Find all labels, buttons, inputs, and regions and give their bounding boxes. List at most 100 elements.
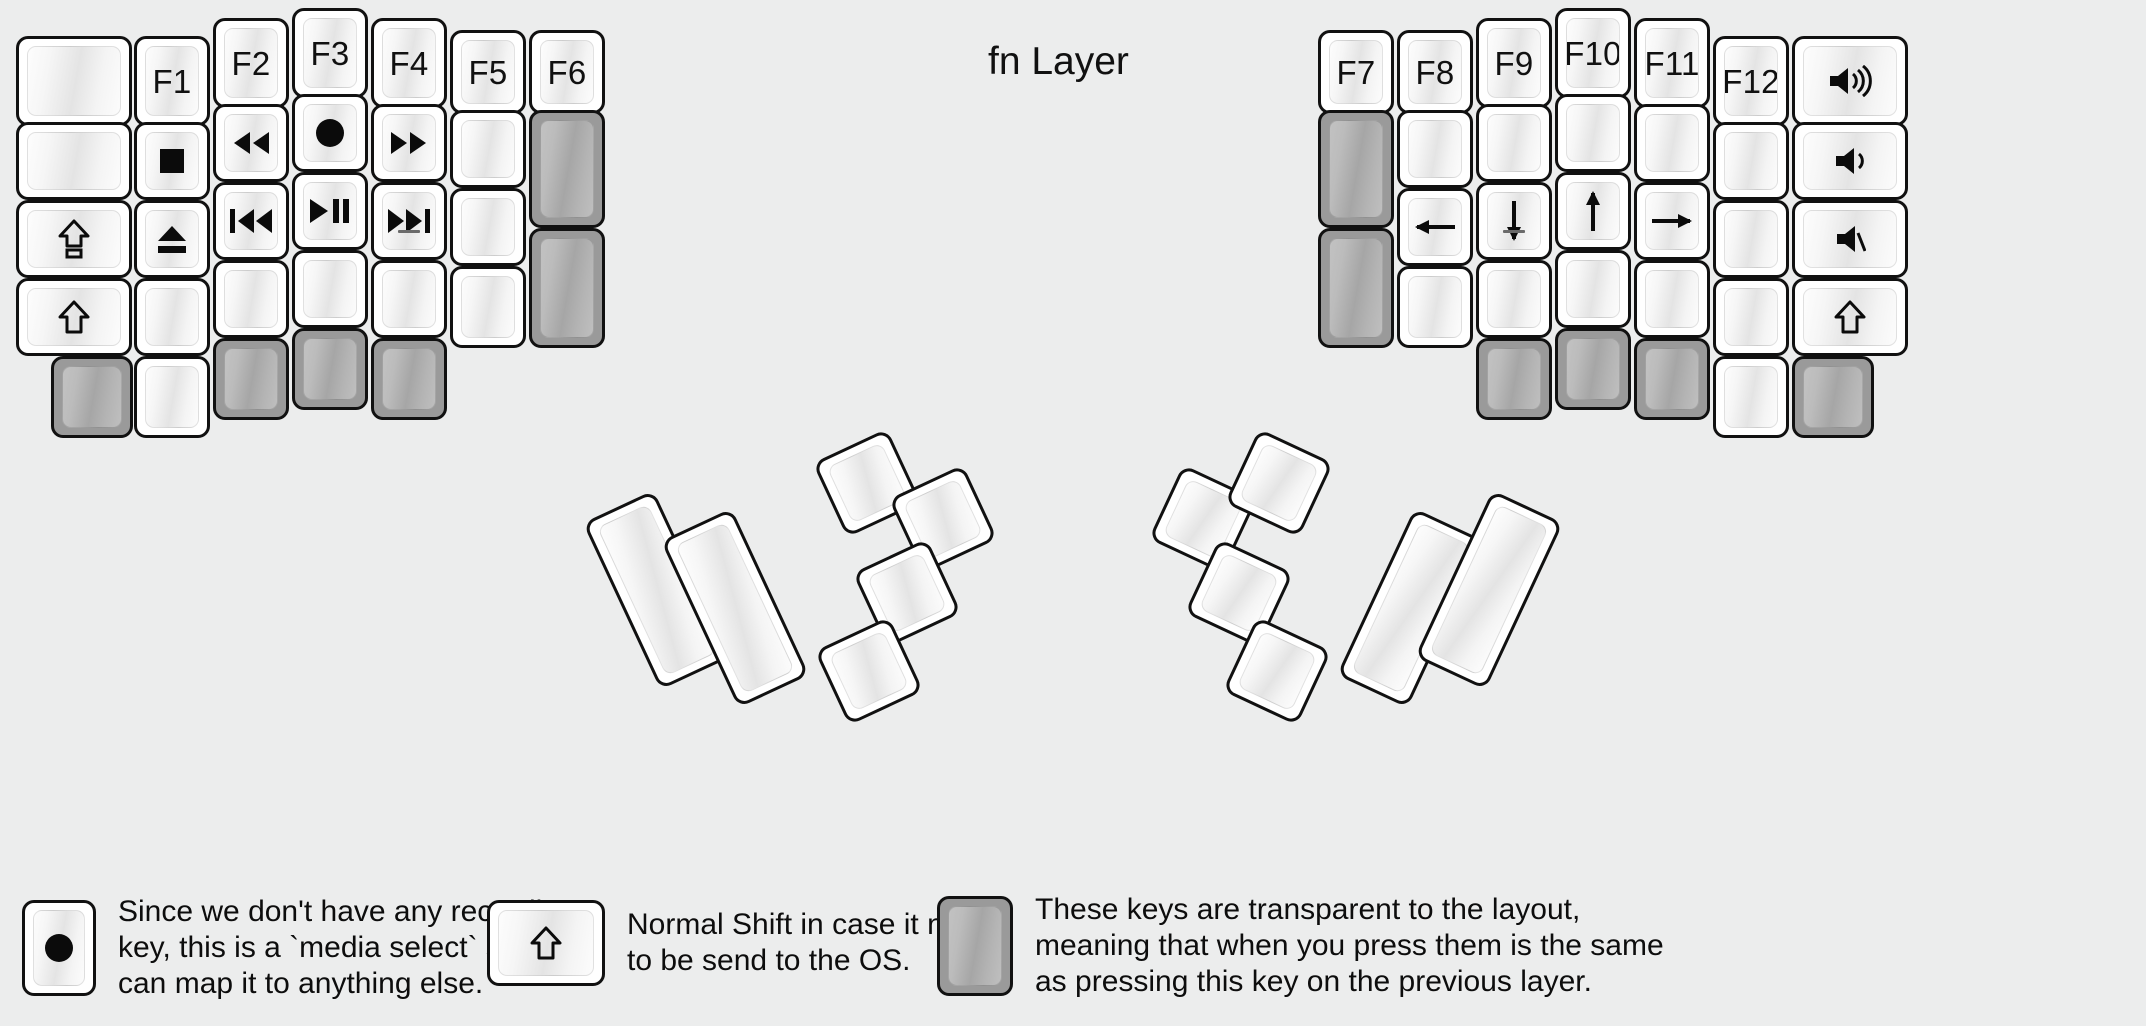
key-left-c5-r1[interactable]: F4 — [371, 18, 447, 108]
key-right-c2-r2[interactable] — [1397, 110, 1473, 188]
keycap-surface: F2 — [224, 28, 278, 98]
key-right-c4-r2[interactable] — [1555, 94, 1631, 172]
key-right-c4-r3[interactable] — [1555, 172, 1631, 250]
keycap-surface — [382, 192, 436, 250]
key-left-c1-r5[interactable] — [51, 356, 133, 438]
key-right-c6-r1[interactable]: F12 — [1713, 36, 1789, 126]
key-left-c5-r4[interactable] — [371, 260, 447, 338]
key-left-c7-r3[interactable] — [529, 228, 605, 348]
key-right-c3-r2[interactable] — [1476, 104, 1552, 182]
key-left-c2-r1[interactable]: F1 — [134, 36, 210, 126]
key-right-c6-r2[interactable] — [1713, 122, 1789, 200]
key-right-c5-r4[interactable] — [1634, 260, 1710, 338]
key-left-c1-r1[interactable] — [16, 36, 132, 126]
key-left-c3-r5[interactable] — [213, 338, 289, 420]
key-right-c6-r5[interactable] — [1713, 356, 1789, 438]
key-right-c4-r4[interactable] — [1555, 250, 1631, 328]
key-left-c3-r3[interactable] — [213, 182, 289, 260]
key-left-c1-r4[interactable] — [16, 278, 132, 356]
keycap-surface — [1236, 630, 1318, 712]
key-right-c7-r5[interactable] — [1792, 356, 1874, 438]
keycap-surface — [1487, 270, 1541, 328]
key-left-c2-r5[interactable] — [134, 356, 210, 438]
key-left-c6-r4[interactable] — [450, 266, 526, 348]
key-right-c6-r3[interactable] — [1713, 200, 1789, 278]
key-right-c4-r1[interactable]: F10 — [1555, 8, 1631, 98]
page-title: fn Layer — [988, 40, 1129, 83]
keycap-surface — [1645, 114, 1699, 172]
key-right-c5-r2[interactable] — [1634, 104, 1710, 182]
key-right-c6-r4[interactable] — [1713, 278, 1789, 356]
keycap-surface — [27, 288, 121, 346]
keycap-surface — [1487, 348, 1541, 410]
key-label: F1 — [152, 62, 192, 100]
key-left-c6-r1[interactable]: F5 — [450, 30, 526, 114]
key-right-c7-r1[interactable] — [1792, 36, 1908, 126]
transparent-key-note: These keys are transparent to the layout… — [937, 892, 1664, 1000]
volume-down-icon — [1833, 145, 1867, 177]
keycap-surface — [1408, 120, 1462, 178]
keycap-surface — [540, 120, 594, 218]
keycap-surface — [1803, 46, 1897, 116]
key-left-c2-r3[interactable] — [134, 200, 210, 278]
key-left-c5-r2[interactable] — [371, 104, 447, 182]
key-left-c2-r2[interactable] — [134, 122, 210, 200]
key-left-c4-r3[interactable] — [292, 172, 368, 250]
key-left-c4-r1[interactable]: F3 — [292, 8, 368, 98]
key-left-c1-r3[interactable] — [16, 200, 132, 278]
record-circle-icon — [42, 931, 76, 965]
key-left-c4-r4[interactable] — [292, 250, 368, 328]
key-right-c7-r2[interactable] — [1792, 122, 1908, 200]
key-left-c5-r5[interactable] — [371, 338, 447, 420]
shift-icon — [57, 299, 91, 335]
key-left-c2-r4[interactable] — [134, 278, 210, 356]
key-label: F5 — [468, 53, 508, 91]
key-right-c4-r5[interactable] — [1555, 328, 1631, 410]
keycap-surface — [1724, 132, 1778, 190]
key-right-c3-r4[interactable] — [1476, 260, 1552, 338]
key-left-c7-r1[interactable]: F6 — [529, 30, 605, 114]
key-label: F10 — [1566, 34, 1620, 72]
key-right-c2-r1[interactable]: F8 — [1397, 30, 1473, 114]
key-left-c3-r1[interactable]: F2 — [213, 18, 289, 108]
keycap-surface — [1645, 270, 1699, 328]
key-label: F3 — [310, 34, 350, 72]
eject-icon — [155, 224, 189, 254]
key-left-c3-r2[interactable] — [213, 104, 289, 182]
key-left-c4-r2[interactable] — [292, 94, 368, 172]
key-right-c5-r1[interactable]: F11 — [1634, 18, 1710, 108]
key-right-c1-r1[interactable]: F7 — [1318, 30, 1394, 114]
key-right-c3-r3[interactable] — [1476, 182, 1552, 260]
key-left-c4-r5[interactable] — [292, 328, 368, 410]
key-right-c5-r3[interactable] — [1634, 182, 1710, 260]
key-label: F9 — [1494, 44, 1534, 82]
key-right-c2-r3[interactable] — [1397, 188, 1473, 266]
key-right-c1-r3[interactable] — [1318, 228, 1394, 348]
key-right-c2-r4[interactable] — [1397, 266, 1473, 348]
key-right-c3-r5[interactable] — [1476, 338, 1552, 420]
shift-icon — [1833, 299, 1867, 335]
key-left-c1-r2[interactable] — [16, 122, 132, 200]
key-label: F12 — [1724, 62, 1778, 100]
key-left-c7-r2[interactable] — [529, 110, 605, 228]
key-right-c7-r4[interactable] — [1792, 278, 1908, 356]
key-left-c6-r2[interactable] — [450, 110, 526, 188]
key-right-c7-r3[interactable] — [1792, 200, 1908, 278]
key-right-c1-r2[interactable] — [1318, 110, 1394, 228]
key-right-c5-r5[interactable] — [1634, 338, 1710, 420]
key-left-c3-r4[interactable] — [213, 260, 289, 338]
keycap-surface — [1566, 182, 1620, 240]
key-right-c3-r1[interactable]: F9 — [1476, 18, 1552, 108]
keycap-surface — [145, 288, 199, 346]
key-left-c5-r3[interactable] — [371, 182, 447, 260]
keycap-surface — [382, 348, 436, 410]
keycap-surface — [27, 46, 121, 116]
capslock-icon — [57, 219, 91, 259]
keycap-surface — [303, 104, 357, 162]
keycap-surface — [1803, 210, 1897, 268]
record-icon — [313, 116, 347, 150]
key-left-c6-r3[interactable] — [450, 188, 526, 266]
fast-forward-icon — [389, 130, 429, 156]
keycap-surface: F9 — [1487, 28, 1541, 98]
